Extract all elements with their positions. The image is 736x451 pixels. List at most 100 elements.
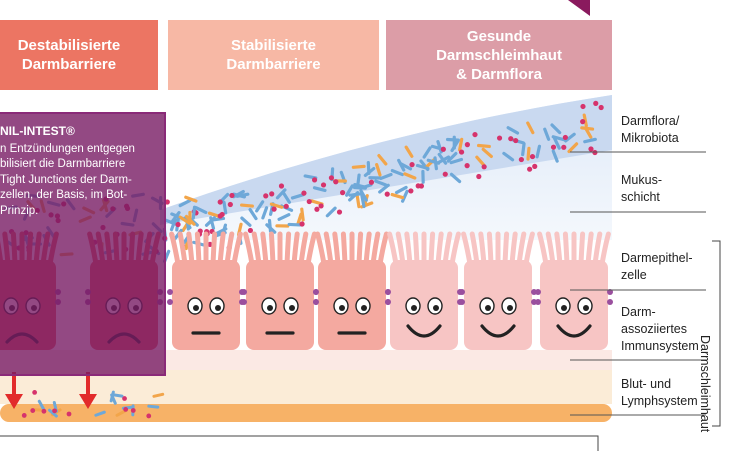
tight-junction-dot [535,299,541,305]
microvillus [356,231,364,267]
pathogen-dot [122,396,127,401]
pathogen-dot [532,163,538,169]
pathogen-dot [175,221,181,228]
bacterium [94,410,106,417]
tight-junction-dot [535,289,541,295]
bacterium [312,186,327,193]
bacterium [178,215,191,225]
bacterium [551,149,559,163]
corner-triangle-decoration [568,0,590,16]
pathogen-dot [562,134,568,141]
bacterium [194,206,208,215]
bacterium [248,207,258,221]
pathogen-dot [283,203,289,209]
cell-body [390,260,458,350]
bacterium [583,137,597,144]
bacterium [521,142,526,157]
bacterium [374,179,388,187]
leak-arrow-head [79,394,97,409]
epithelial-cell-happy [459,231,537,350]
tight-junction-dot [459,299,465,305]
bacterium [582,113,588,128]
bacterium [564,132,576,143]
pathogen-dot [561,144,567,150]
pathogen-dot [320,182,327,188]
microvillus [478,231,487,267]
bacterium [47,408,58,418]
epithelial-cell-neutral [241,231,319,350]
mucosa-bracket [712,240,721,427]
bacterium [458,137,464,152]
bacterium [152,392,165,398]
pathogen-dot [263,193,269,199]
bacterium [437,155,451,164]
bacterium [583,126,593,139]
pathogen-dot [464,163,470,169]
blood-vessel [0,404,612,422]
bacterium [359,189,368,202]
epithelial-cell-happy [385,231,463,350]
pathogen-dot [146,413,152,419]
product-info-box: NIL-INTEST® n Entzündungen entgegen bili… [0,112,166,376]
bacterium [240,203,254,208]
pathogen-dot [527,166,533,172]
pathogen-dot [217,213,223,219]
tight-junction-dot [459,289,465,295]
pathogen-dot [207,241,213,248]
bacterium [115,409,127,417]
bacterium [277,213,291,221]
info-line: n Entzündungen entgegen [0,142,135,155]
pathogen-dot [30,408,36,413]
pathogen-dot [580,103,586,110]
bacterium [290,193,305,200]
pathogen-dot [52,408,57,414]
bacterium [421,169,425,184]
pathogen-dot [593,100,599,106]
pathogen-dot [318,203,324,209]
bacterium [287,222,302,227]
microvillus [554,231,563,267]
pupil [267,305,273,311]
bacterium [390,192,405,200]
pathogen-dot [588,146,594,152]
epithelial-cell-neutral [313,231,391,350]
pupil [215,305,221,311]
bacterium [377,154,388,166]
microvillus [412,231,420,267]
leak-arrow-head [5,394,23,409]
pathogen-dot [458,149,465,155]
microvillus [194,231,202,267]
tight-junction-dot [167,289,173,295]
pathogen-dot [32,389,38,395]
pathogen-dot [247,227,254,234]
microvillus [217,231,226,267]
info-line: Tight Junctions der Darm- [0,173,132,186]
pupil [485,305,491,311]
pathogen-dot [301,190,307,196]
tight-junction-dot [313,299,319,305]
bacterium [296,212,303,227]
side-label-darmschleimhaut: Darmschleimhaut [698,335,712,433]
tight-junction-dot [313,289,319,295]
bacterium [449,172,462,184]
bacterium [526,121,535,135]
mouth-happy [406,324,442,338]
pathogen-dot [518,156,524,163]
mouth-happy [480,324,516,338]
pathogen-dot [496,135,503,141]
pupil [361,305,367,311]
pathogen-dot [217,199,223,205]
bacterium [356,173,361,188]
bacterium [110,393,117,405]
pupil [561,305,567,311]
bacterium [255,200,265,213]
cell-body [172,260,240,350]
pathogen-dot [442,171,448,177]
bacterium [363,166,376,178]
info-title: NIL-INTEST® [0,124,75,138]
pupil [339,305,345,311]
bacterium [401,189,409,203]
bacterium [475,155,486,167]
